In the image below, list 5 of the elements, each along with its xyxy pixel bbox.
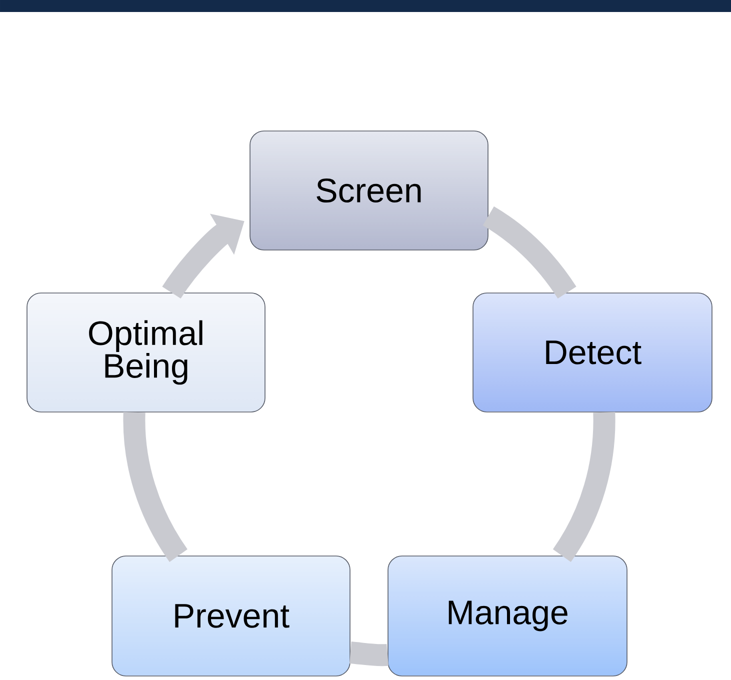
process-box: Screen [250, 130, 488, 250]
process-box: Optimal Being [26, 292, 266, 412]
process-box: Manage [388, 556, 628, 676]
process-box: Prevent [112, 556, 350, 676]
process-box: Detect [472, 292, 712, 412]
